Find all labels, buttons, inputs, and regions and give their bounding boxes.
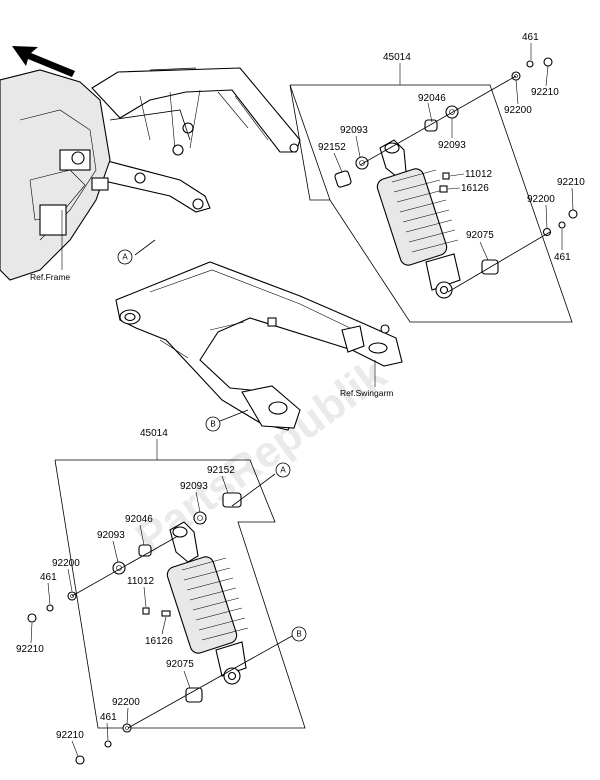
marker-b-middle: B: [205, 409, 249, 432]
part-461: 461: [40, 572, 57, 583]
svg-text:A: A: [280, 466, 286, 475]
direction-arrow-icon: [12, 46, 75, 77]
part-461: 461: [554, 252, 571, 263]
marker-b-lower: B: [291, 626, 307, 642]
part-92075: 92075: [166, 659, 194, 670]
part-461: 461: [100, 712, 117, 723]
svg-text:A: A: [122, 253, 128, 262]
ref-frame-label: Ref.Frame: [30, 272, 70, 282]
part-11012: 11012: [465, 169, 493, 180]
assembly-number-lower: 45014: [140, 428, 168, 439]
leader-line: [134, 239, 156, 256]
svg-text:B: B: [210, 420, 215, 429]
watermark: PartsRepublik: [127, 349, 396, 563]
upper-parts: [334, 57, 578, 293]
svg-text:B: B: [296, 630, 301, 639]
part-92152: 92152: [318, 142, 346, 153]
part-92210: 92210: [16, 644, 44, 655]
part-92200: 92200: [504, 105, 532, 116]
upper-assembly-frame: [289, 84, 573, 323]
part-92152: 92152: [207, 465, 235, 476]
part-16126: 16126: [145, 636, 173, 647]
part-92093: 92093: [340, 125, 368, 136]
part-16126: 16126: [461, 183, 489, 194]
part-92093: 92093: [97, 530, 125, 541]
part-92200: 92200: [112, 697, 140, 708]
part-92093: 92093: [438, 140, 466, 151]
marker-a-top: A: [117, 249, 133, 265]
part-92093: 92093: [180, 481, 208, 492]
lower-assembly-frame: [54, 459, 306, 729]
part-92210: 92210: [56, 730, 84, 741]
part-11012: 11012: [127, 576, 155, 587]
marker-a-lower: A: [275, 462, 291, 478]
part-461: 461: [522, 32, 539, 43]
part-92210: 92210: [557, 177, 585, 188]
part-92210: 92210: [531, 87, 559, 98]
part-92075: 92075: [466, 230, 494, 241]
shock-absorber-icon: [376, 139, 461, 299]
assembly-number-upper: 45014: [383, 52, 411, 63]
part-92046: 92046: [418, 93, 446, 104]
part-92200: 92200: [52, 558, 80, 569]
lower-parts: [27, 473, 293, 765]
part-92046: 92046: [125, 514, 153, 525]
shock-absorber-icon: [166, 521, 249, 685]
swingarm-icon: [115, 261, 403, 431]
part-92200: 92200: [527, 194, 555, 205]
ref-swingarm-label: Ref.Swingarm: [340, 388, 393, 398]
frame-icon: [0, 67, 301, 281]
